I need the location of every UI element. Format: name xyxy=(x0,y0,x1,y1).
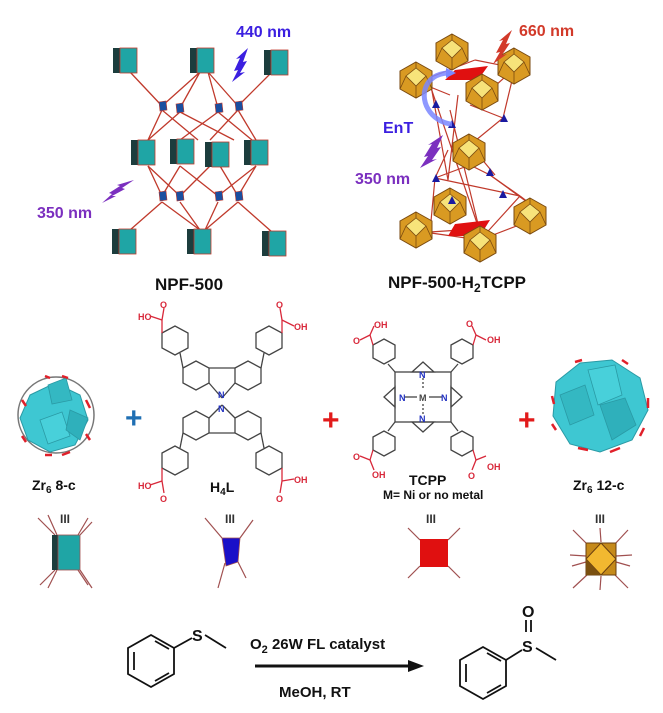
h4l-molecule xyxy=(149,307,295,494)
svg-text:OH: OH xyxy=(294,475,308,485)
plus-sign-2: + xyxy=(322,404,340,437)
light-bolt-660-icon xyxy=(493,30,512,64)
npf500-440nm-label: 440 nm xyxy=(236,24,291,41)
svg-text:N: N xyxy=(419,370,426,380)
svg-text:O: O xyxy=(276,494,283,504)
svg-text:OH: OH xyxy=(374,320,388,330)
npf500-350nm-label: 350 nm xyxy=(37,205,92,222)
equiv-symbol-zr6-8c: III xyxy=(60,512,70,526)
svg-text:O: O xyxy=(468,471,475,481)
zr6-12c-cluster xyxy=(550,358,650,454)
sulfoxide-product xyxy=(459,620,557,701)
svg-text:OH: OH xyxy=(372,470,386,480)
plus-sign-1: + xyxy=(125,402,143,435)
h4l-atom-labels: N N HO O OH O HO O OH O xyxy=(138,300,308,504)
svg-text:OH: OH xyxy=(487,335,501,345)
tcpp-metal-note: M= Ni or no metal xyxy=(383,488,483,502)
light-bolt-350-icon xyxy=(102,180,134,203)
reaction-arrow-icon xyxy=(255,660,424,672)
node-blue-tetrahedron xyxy=(204,517,254,589)
svg-text:HO: HO xyxy=(138,312,152,322)
svg-text:N: N xyxy=(218,390,225,400)
svg-text:O: O xyxy=(160,494,167,504)
svg-text:O: O xyxy=(466,319,473,329)
light-bolt-350b-icon xyxy=(420,135,443,168)
reaction-conditions-below: MeOH, RT xyxy=(279,684,351,701)
plus-sign-3: + xyxy=(518,404,536,437)
tcpp-atom-labels: N N N N M OH O OH O O OH OH O xyxy=(353,319,501,481)
reaction-conditions-above: O2 26W FL catalyst xyxy=(250,636,385,656)
node-teal-cuboid xyxy=(37,514,93,589)
equiv-symbol-tcpp: III xyxy=(426,512,436,526)
product-oxygen-label: O xyxy=(522,604,534,621)
npf500-links xyxy=(129,71,273,233)
node-orange-cuboctahedron xyxy=(569,527,633,591)
product-sulfur-label: S xyxy=(522,639,533,656)
svg-text:HO: HO xyxy=(138,481,152,491)
svg-text:OH: OH xyxy=(487,462,501,472)
npf500-title: NPF-500 xyxy=(155,275,223,294)
equiv-symbol-zr6-12c: III xyxy=(595,512,605,526)
npf500-tcpp-title: NPF-500-H2TCPP xyxy=(388,273,526,295)
npf500-zr-nodes xyxy=(111,47,289,257)
node-red-square xyxy=(407,527,461,579)
svg-text:N: N xyxy=(218,404,225,414)
energy-transfer-arrowhead-icon xyxy=(446,68,456,78)
tcpp-ent-label: EnT xyxy=(383,120,413,137)
svg-text:O: O xyxy=(276,300,283,310)
svg-text:N: N xyxy=(399,393,406,403)
tcpp-350nm-label: 350 nm xyxy=(355,171,410,188)
svg-text:O: O xyxy=(353,452,360,462)
h4l-label: H4L xyxy=(210,479,235,498)
svg-text:M: M xyxy=(419,393,427,403)
reactant-sulfur-label: S xyxy=(192,628,203,645)
zr6-8c-cluster xyxy=(17,374,95,457)
npf500-tcpp-panel: 660 nm EnT 350 nm NPF-500-H2TCPP xyxy=(355,23,574,295)
light-bolt-440-icon xyxy=(232,48,248,82)
svg-text:N: N xyxy=(441,393,448,403)
equiv-symbol-h4l: III xyxy=(225,512,235,526)
svg-text:OH: OH xyxy=(294,322,308,332)
npf500-panel: 440 nm 350 nm NPF-500 xyxy=(37,24,291,294)
energy-transfer-arrow-icon xyxy=(421,70,453,127)
svg-text:O: O xyxy=(353,336,360,346)
zr6-12c-label: Zr6 12-c xyxy=(573,477,625,496)
zr6-8c-label: Zr6 8-c xyxy=(32,477,76,496)
tcpp-molecule xyxy=(359,325,487,471)
tcpp-660nm-label: 660 nm xyxy=(519,23,574,40)
svg-text:N: N xyxy=(419,414,426,424)
tcpp-label: TCPP xyxy=(409,472,446,488)
svg-text:O: O xyxy=(160,300,167,310)
thioanisole-reactant xyxy=(127,633,227,689)
